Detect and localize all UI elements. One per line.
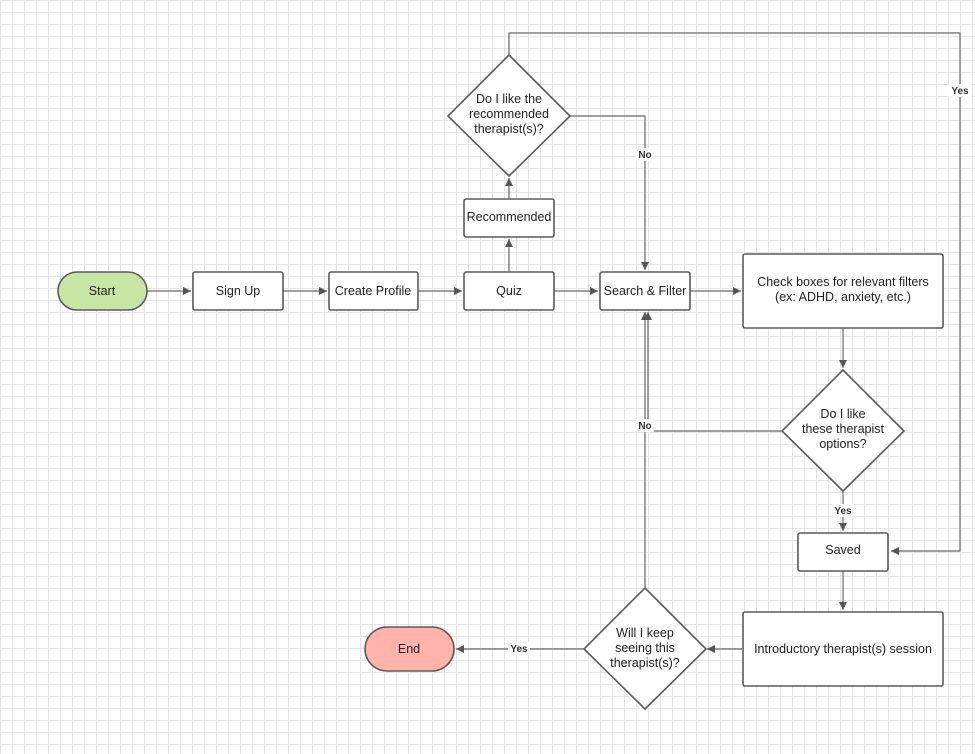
start-node: Start	[57, 271, 148, 311]
search-filter-label: Search & Filter	[604, 284, 687, 298]
edge-recommended-no	[570, 115, 649, 270]
decision-keep-seeing-line-2: seeing this	[615, 641, 675, 655]
decision-like-options: Do I like these therapist options?	[780, 368, 906, 493]
recommended-label: Recommended	[467, 210, 552, 224]
edge-recommended-yes	[508, 32, 961, 555]
label-options-no: No	[638, 421, 651, 432]
decision-like-options-line-1: Do I like	[820, 407, 865, 421]
end-label: End	[398, 642, 420, 656]
edge-labels: No Yes No Yes Yes	[508, 84, 971, 655]
intro-session-node: Introductory therapist(s) session	[742, 611, 944, 687]
saved-label: Saved	[825, 543, 860, 557]
label-recommended-no: No	[638, 150, 651, 161]
recommended-node: Recommended	[463, 198, 555, 238]
end-node: End	[364, 626, 455, 672]
start-label: Start	[89, 284, 116, 298]
decision-like-recommended-line-1: Do I like the	[476, 92, 542, 106]
decision-like-recommended-line-3: therapist(s)?	[474, 122, 544, 136]
label-keep-yes: Yes	[510, 644, 528, 655]
intro-session-label: Introductory therapist(s) session	[754, 642, 932, 656]
decision-keep-seeing-line-1: Will I keep	[616, 626, 674, 640]
check-boxes-line-2: (ex: ADHD, anxiety, etc.)	[775, 290, 911, 304]
search-filter-node: Search & Filter	[599, 271, 691, 311]
decision-like-options-line-3: options?	[819, 437, 866, 451]
edges	[147, 32, 961, 653]
quiz-label: Quiz	[496, 284, 522, 298]
create-profile-node: Create Profile	[328, 271, 419, 311]
sign-up-label: Sign Up	[216, 284, 261, 298]
check-boxes-line-1: Check boxes for relevant filters	[757, 275, 929, 289]
decision-keep-seeing-line-3: therapist(s)?	[610, 656, 680, 670]
create-profile-label: Create Profile	[335, 284, 411, 298]
decision-like-recommended: Do I like the recommended therapist(s)?	[446, 53, 572, 178]
sign-up-node: Sign Up	[192, 271, 284, 311]
label-recommended-yes: Yes	[951, 86, 969, 97]
label-options-yes: Yes	[834, 506, 852, 517]
edge-options-no	[644, 312, 782, 432]
decision-like-options-line-2: these therapist	[802, 422, 885, 436]
quiz-node: Quiz	[463, 271, 555, 311]
saved-node: Saved	[797, 532, 889, 572]
decision-like-recommended-line-2: recommended	[469, 107, 549, 121]
decision-keep-seeing: Will I keep seeing this therapist(s)?	[582, 586, 708, 711]
check-boxes-node: Check boxes for relevant filters (ex: AD…	[742, 253, 944, 329]
